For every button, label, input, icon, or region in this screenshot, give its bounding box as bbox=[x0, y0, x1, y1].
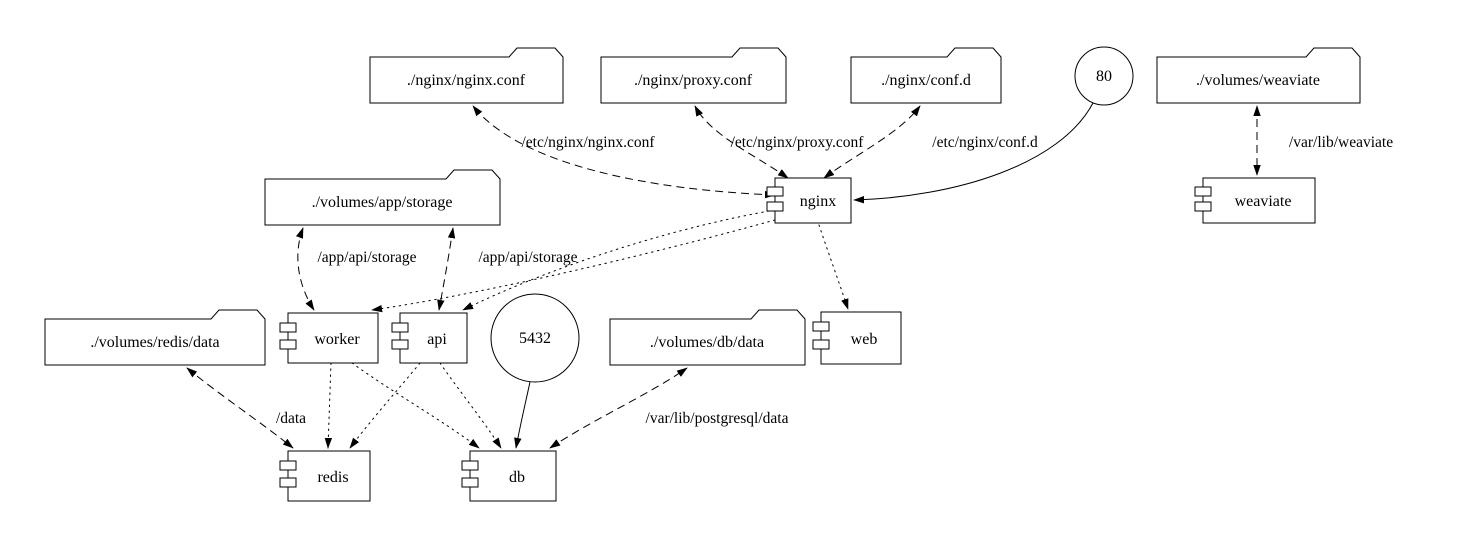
edge-nginx-confd-volume bbox=[823, 105, 921, 179]
folder-icon bbox=[1156, 47, 1361, 104]
edge-worker-redis bbox=[324, 362, 333, 449]
edge-label-api-storage: /app/api/storage bbox=[479, 249, 578, 266]
component-tab-icon bbox=[461, 460, 479, 471]
node-label: ./volumes/redis/data bbox=[90, 334, 219, 351]
node-proxy-conf-volume: ./nginx/proxy.conf bbox=[600, 47, 787, 104]
edge-label-nginx-conf-mount: /etc/nginx/nginx.conf bbox=[521, 134, 655, 151]
component-tab-icon bbox=[391, 322, 409, 333]
node-confd-volume: ./nginx/conf.d bbox=[850, 47, 1002, 104]
edge-label-redis-data: /data bbox=[276, 410, 306, 427]
node-label: ./volumes/app/storage bbox=[312, 194, 453, 211]
edge-nginx-api bbox=[462, 209, 776, 311]
node-label: weaviate bbox=[1235, 193, 1292, 210]
node-web-service: web bbox=[812, 311, 902, 365]
edge-label-confd-mount: /etc/nginx/conf.d bbox=[932, 134, 1038, 151]
component-box bbox=[820, 311, 902, 365]
node-weaviate-volume: ./volumes/weaviate bbox=[1156, 47, 1361, 104]
node-app-storage-volume: ./volumes/app/storage bbox=[264, 169, 501, 226]
component-tab-icon bbox=[279, 460, 297, 471]
component-box bbox=[287, 312, 379, 364]
component-tab-icon bbox=[279, 322, 297, 333]
edge-worker-appstorage-volume bbox=[295, 227, 315, 311]
node-label: ./volumes/db/data bbox=[650, 334, 764, 351]
folder-icon bbox=[600, 47, 787, 104]
node-nginx-conf-volume: ./nginx/nginx.conf bbox=[369, 47, 564, 104]
component-box bbox=[1202, 177, 1316, 224]
component-tab-icon bbox=[391, 339, 409, 350]
node-db-service: db bbox=[461, 450, 557, 502]
edge-port80-nginx bbox=[853, 102, 1094, 204]
edge-labels-layer: /etc/nginx/nginx.conf /etc/nginx/proxy.c… bbox=[276, 134, 1393, 427]
node-label: ./volumes/weaviate bbox=[1196, 72, 1320, 89]
folder-icon bbox=[44, 309, 266, 366]
node-redis-service: redis bbox=[279, 450, 371, 502]
edge-api-appstorage-volume bbox=[437, 227, 456, 311]
component-tab-icon bbox=[1194, 201, 1212, 212]
edge-nginx-worker bbox=[371, 219, 776, 313]
node-label: ./nginx/proxy.conf bbox=[634, 72, 753, 89]
node-label: ./nginx/conf.d bbox=[881, 72, 971, 89]
edge-label-weaviate-mount: /var/lib/weaviate bbox=[1289, 134, 1393, 151]
folder-icon bbox=[369, 47, 564, 104]
port-circle-icon bbox=[1074, 46, 1134, 106]
component-tab-icon bbox=[766, 186, 784, 197]
edges-layer bbox=[186, 102, 1261, 449]
node-port-5432: 5432 bbox=[490, 293, 580, 383]
node-api-service: api bbox=[391, 312, 468, 364]
node-db-data-volume: ./volumes/db/data bbox=[609, 309, 806, 366]
edge-label-db-data: /var/lib/postgresql/data bbox=[646, 410, 789, 427]
component-box bbox=[774, 177, 852, 224]
component-box bbox=[399, 312, 468, 364]
folder-icon bbox=[850, 47, 1002, 104]
component-tab-icon bbox=[279, 477, 297, 488]
node-worker-service: worker bbox=[279, 312, 379, 364]
node-weaviate-service: weaviate bbox=[1194, 177, 1316, 224]
component-tab-icon bbox=[766, 201, 784, 212]
node-label: db bbox=[509, 469, 525, 486]
component-tab-icon bbox=[461, 477, 479, 488]
node-label: api bbox=[427, 331, 447, 348]
component-box bbox=[469, 450, 557, 502]
node-label: nginx bbox=[800, 193, 836, 210]
edge-label-proxy-conf-mount: /etc/nginx/proxy.conf bbox=[731, 134, 865, 151]
node-label: 5432 bbox=[519, 330, 551, 347]
port-circle-icon bbox=[490, 293, 580, 383]
node-nginx-service: nginx bbox=[766, 177, 852, 224]
edge-api-redis bbox=[349, 362, 421, 449]
edge-nginx-web bbox=[818, 224, 849, 310]
edge-redis-data-volume bbox=[186, 367, 294, 449]
edge-db-data-volume bbox=[549, 367, 688, 449]
node-label: 80 bbox=[1096, 68, 1112, 85]
edge-api-db bbox=[439, 362, 502, 449]
edge-nginx-nginxconf-volume bbox=[472, 105, 776, 199]
edge-worker-db bbox=[351, 362, 480, 449]
node-label: worker bbox=[314, 331, 360, 348]
node-label: web bbox=[851, 331, 878, 348]
edge-label-worker-storage: /app/api/storage bbox=[318, 249, 417, 266]
edge-nginx-proxyconf-volume bbox=[694, 105, 789, 179]
component-tab-icon bbox=[812, 321, 830, 332]
component-tab-icon bbox=[279, 339, 297, 350]
component-tab-icon bbox=[1194, 186, 1212, 197]
folder-icon bbox=[264, 169, 501, 226]
component-tab-icon bbox=[812, 339, 830, 350]
component-box bbox=[287, 450, 371, 502]
folder-icon bbox=[609, 309, 806, 366]
node-label: redis bbox=[317, 469, 348, 486]
node-port-80: 80 bbox=[1074, 46, 1134, 106]
edge-port5432-db bbox=[514, 381, 531, 449]
node-label: ./nginx/nginx.conf bbox=[407, 72, 526, 89]
node-redis-data-volume: ./volumes/redis/data bbox=[44, 309, 266, 366]
